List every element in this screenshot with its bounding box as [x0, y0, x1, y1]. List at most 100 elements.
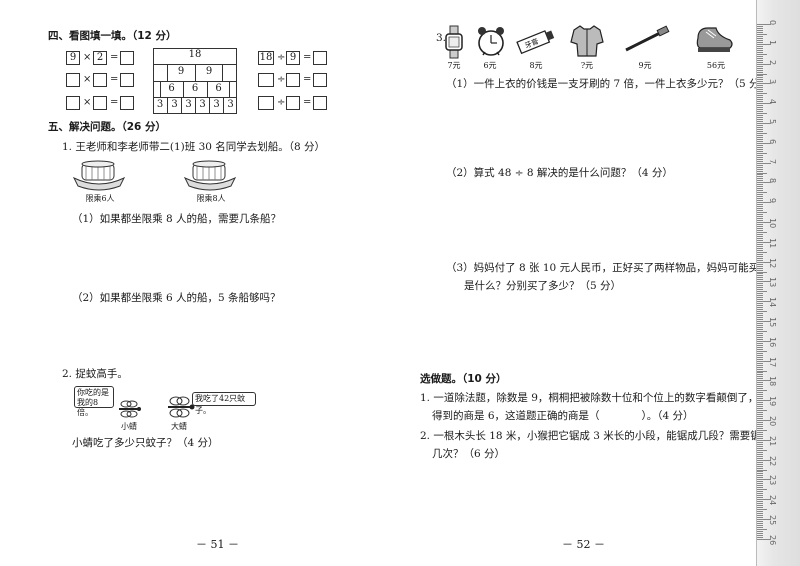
eq6-a[interactable]: [258, 96, 274, 110]
ruler-tick: [757, 493, 763, 495]
ruler-tick: [757, 115, 763, 117]
eq3-b[interactable]: [93, 96, 107, 110]
ruler-tick: [757, 105, 763, 107]
ruler-tick: [757, 265, 763, 267]
grid-row2-b: 9: [205, 66, 213, 77]
ruler-tick: [757, 160, 763, 162]
ruler-tick: [757, 378, 763, 380]
ruler-tick: [757, 117, 763, 119]
ruler-tick: [757, 247, 763, 249]
ruler-tick: [757, 520, 763, 522]
ruler-tick: [757, 251, 767, 253]
ruler-tick: [757, 433, 763, 435]
ruler-tick: [757, 501, 763, 503]
ruler-tick: [757, 437, 763, 439]
ruler-tick: [757, 491, 763, 493]
grid-row4-cell: 3: [195, 98, 209, 114]
ruler-tick: [757, 457, 763, 459]
ruler-tick: [757, 311, 767, 313]
ruler-tick: [757, 130, 763, 132]
ruler-tick: [757, 382, 763, 384]
ruler-tick: [757, 204, 763, 206]
ruler-tick: [757, 275, 763, 277]
shirt-icon: [570, 25, 604, 57]
ruler-tick: [757, 420, 771, 421]
eq5-eq: =: [303, 74, 312, 85]
eq3-a[interactable]: [66, 96, 80, 110]
ruler-number: 26: [768, 534, 777, 545]
ruler-tick: [757, 261, 771, 263]
grid-row4-cell: 3: [167, 98, 181, 114]
ruler-tick: [757, 497, 763, 499]
ruler-tick: [757, 152, 767, 154]
ruler-number: 24: [768, 495, 777, 506]
q3-sub3-line2: 是什么？分别买了多少？（5 分）: [464, 280, 622, 292]
ruler-tick: [757, 366, 763, 368]
ruler-tick: [757, 77, 763, 79]
ruler-tick: [757, 241, 771, 243]
ruler-tick: [757, 315, 763, 317]
ruler-tick: [757, 202, 771, 204]
ruler-tick: [757, 406, 763, 408]
eq1-a: 9: [66, 51, 80, 65]
ruler-tick: [757, 289, 763, 291]
ruler-tick: [757, 168, 763, 170]
page-number-left: － 51 －: [196, 538, 239, 551]
ruler-tick: [757, 489, 767, 491]
ruler-tick: [757, 528, 767, 530]
eq6-b[interactable]: [286, 96, 300, 110]
toothbrush-icon: [625, 25, 670, 52]
ruler-tick: [757, 124, 763, 126]
ruler-tick: [757, 267, 763, 269]
eq2-b[interactable]: [93, 73, 107, 87]
ruler-tick: [757, 364, 763, 366]
eq4-a: 18: [258, 51, 274, 65]
ruler-tick: [757, 429, 767, 431]
eq1-answer[interactable]: [120, 51, 134, 65]
speech-bubble-small: 你吃的是 我的8倍。: [74, 386, 114, 417]
price-watch: 7元: [447, 61, 461, 70]
big-dragonfly-label: 大蜻: [171, 422, 187, 431]
opt-q2-line2: 几次？（6 分）: [432, 448, 506, 460]
ruler-tick: [757, 53, 767, 55]
grid-row3-divider: [183, 82, 184, 97]
ruler-tick: [757, 380, 771, 382]
ruler-tick: [757, 126, 763, 128]
eq5-answer[interactable]: [313, 73, 327, 87]
grid-line: [153, 81, 237, 82]
eq2-answer[interactable]: [120, 73, 134, 87]
eq3-answer[interactable]: [120, 96, 134, 110]
bubble1-line1: 你吃的是: [77, 388, 109, 397]
q3-num: 3.: [436, 32, 447, 44]
ruler-tick: [757, 225, 763, 227]
ruler-tick: [757, 414, 763, 416]
eq2-a[interactable]: [66, 73, 80, 87]
ruler-tick: [757, 198, 763, 200]
grid-line: [153, 97, 237, 98]
eq6-answer[interactable]: [313, 96, 327, 110]
ruler-tick: [757, 449, 767, 451]
toothpaste-icon: 牙膏: [516, 30, 555, 55]
ruler-tick: [757, 307, 763, 309]
ruler-tick: [757, 206, 763, 208]
eq4-eq: =: [303, 52, 312, 63]
eq5-b[interactable]: [286, 73, 300, 87]
ruler-tick: [757, 158, 763, 160]
ruler-tick: [757, 220, 763, 222]
eq4-op: ÷: [277, 52, 286, 63]
ruler-tick: [757, 324, 763, 326]
ruler-number: 17: [768, 356, 777, 367]
grid-row3-divider: [207, 82, 208, 97]
opt-q2-line1: 2. 一根木头长 18 米，小猴把它锯成 3 米长的小段，能锯成几段？需要锯: [420, 430, 761, 442]
eq4-answer[interactable]: [313, 51, 327, 65]
eq3-eq: =: [110, 97, 119, 108]
ruler-tick: [757, 418, 763, 420]
eq5-a[interactable]: [258, 73, 274, 87]
ruler-tick: [757, 222, 771, 223]
ruler-tick: [757, 475, 763, 477]
ruler-tick: [757, 93, 767, 95]
ruler-tick: [757, 515, 763, 517]
ruler-tick: [757, 291, 767, 293]
ruler-tick: [757, 150, 763, 152]
ruler-tick: [757, 243, 763, 245]
